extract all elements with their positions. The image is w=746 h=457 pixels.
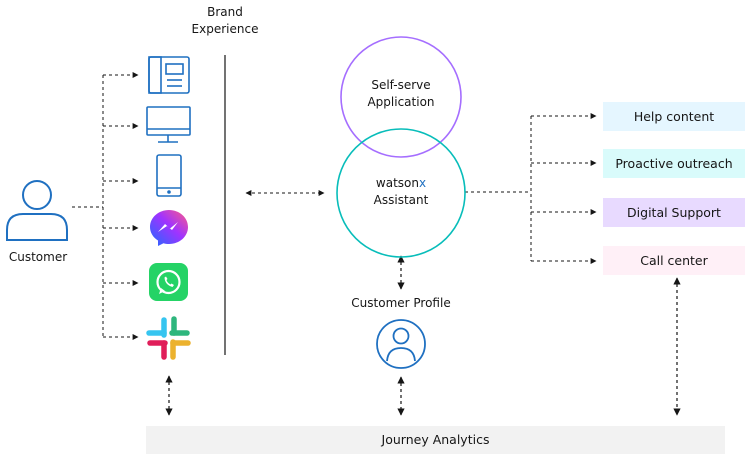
assistant-line2: Assistant [373,193,429,207]
self-serve-line1: Self-serve [371,78,431,92]
help-content-box: Help content [603,102,745,131]
whatsapp-icon [149,263,188,301]
self-serve-label: Self-serve Application [341,78,461,110]
assistant-output-connectors [465,113,597,264]
brand-label-line2: Experience [191,22,259,36]
assistant-brand: watsonx [341,176,461,191]
messenger-icon [150,210,188,246]
customer-channel-connectors [72,72,139,340]
self-serve-circle [340,36,462,158]
slack-icon [146,316,191,360]
vertical-arrows [165,255,681,416]
assistant-circle [336,128,466,258]
digital-support-box: Digital Support [603,198,745,227]
person-icon [6,180,68,241]
desktop-monitor-icon [146,106,191,143]
customer-label: Customer [8,250,68,264]
call-center-box: Call center [603,246,745,275]
assistant-brand-text: watson [375,176,419,190]
journey-analytics-bar: Journey Analytics [146,426,725,454]
self-serve-line2: Application [367,95,435,109]
mobile-phone-icon [156,154,182,197]
assistant-label: watsonx Assistant [341,176,461,208]
user-avatar-icon [376,319,426,369]
customer-profile-label: Customer Profile [351,296,451,310]
proactive-outreach-box: Proactive outreach [603,149,745,178]
brand-label-line1: Brand [207,5,243,19]
brand-experience-label: Brand Experience [185,5,265,37]
assistant-brand-suffix: x [418,176,427,190]
desk-phone-icon [148,56,190,94]
